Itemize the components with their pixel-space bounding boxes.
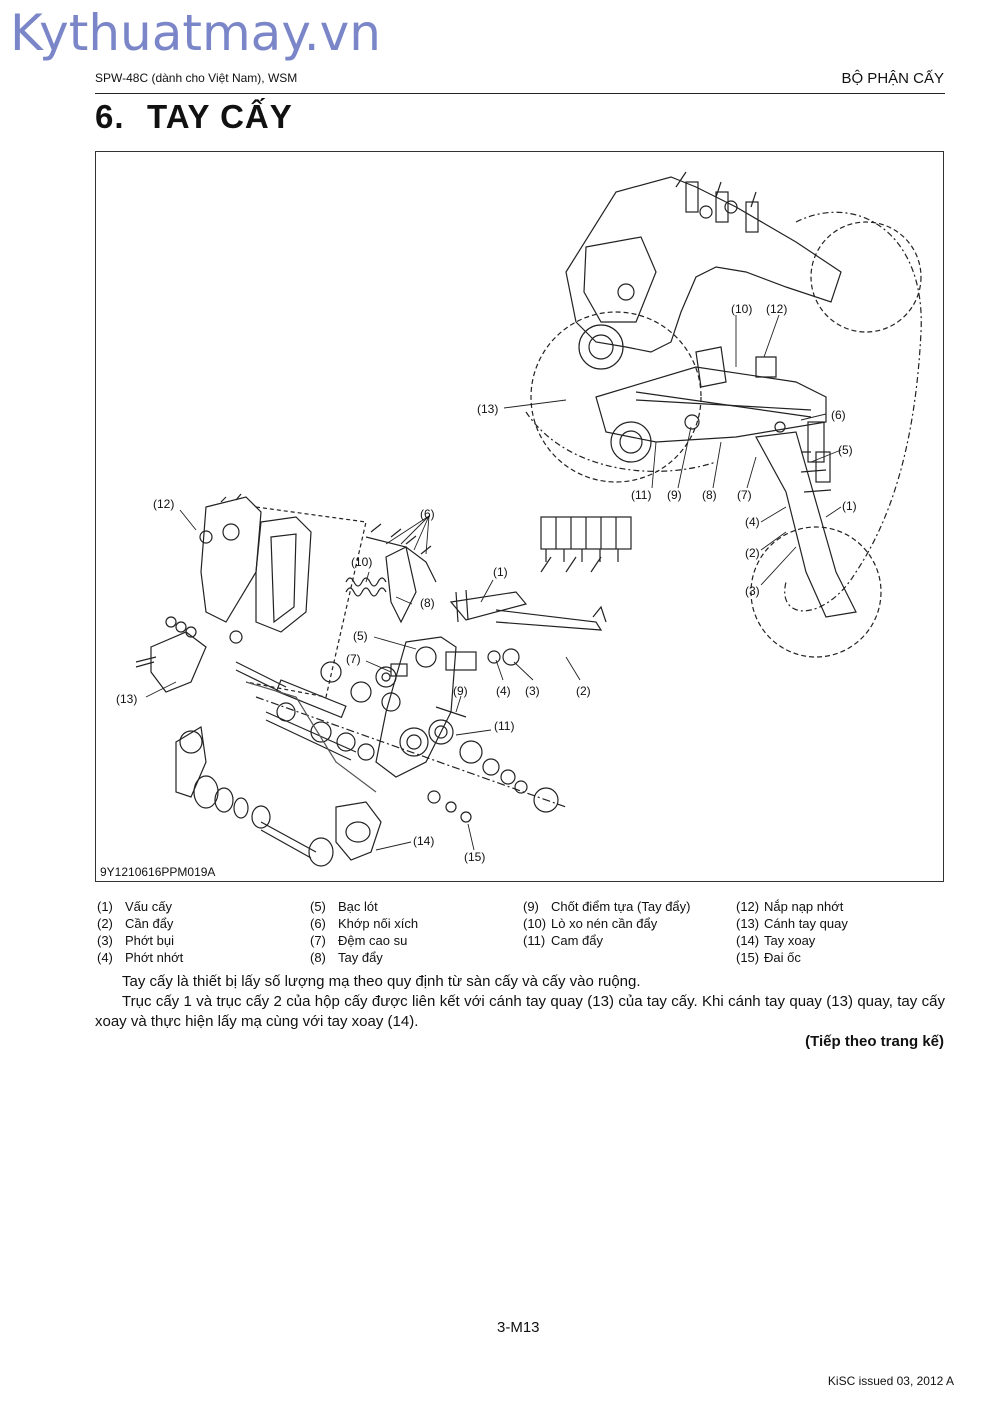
exploded-diagram-drawing: (10) (12) (13) (6) (5) (1) (4) (2) (3) (… xyxy=(116,171,922,867)
legend-text: Lò xo nén cần đẩy xyxy=(551,916,658,931)
legend-column-4: (12) Nắp nạp nhớt (13) Cánh tay quay (14) T… xyxy=(736,898,848,966)
legend-text: Phớt nhớt xyxy=(125,950,184,965)
callout-5-top: (5) xyxy=(838,443,853,457)
legend-text: Cần đẩy xyxy=(125,916,174,931)
legend-num: (13) xyxy=(736,916,760,931)
legend-text: Tay xoay xyxy=(764,933,816,948)
legend-num: (10) xyxy=(523,916,547,931)
legend-column-1: (1) Vấu cấy (2) Cần đẩy (3) Phớt bụi (4) Phớ… xyxy=(97,898,183,966)
description-paragraph-2: Trục cấy 1 và trục cấy 2 của hộp cấy đượ… xyxy=(95,993,945,1030)
figure-code: 9Y1210616PPM019A xyxy=(100,865,216,879)
watermark-logo: Kythuatmay.vn xyxy=(10,4,381,62)
legend-item: (10) Lò xo nén cần đẩy xyxy=(523,915,690,932)
callout-12-exploded: (12) xyxy=(153,497,174,511)
callout-6-exploded: (6) xyxy=(420,507,435,521)
callout-15-exploded: (15) xyxy=(464,850,485,864)
legend-item: (9) Chốt điểm tựa (Tay đẩy) xyxy=(523,898,690,915)
callout-6-top: (6) xyxy=(831,408,846,422)
legend-item: (8) Tay đẩy xyxy=(310,949,418,966)
legend-text: Cánh tay quay xyxy=(764,916,848,931)
callout-1-top: (1) xyxy=(842,499,857,513)
callout-8-exploded: (8) xyxy=(420,596,435,610)
callout-3-top: (3) xyxy=(745,584,760,598)
legend-num: (2) xyxy=(97,916,113,931)
legend-text: Vấu cấy xyxy=(125,899,172,914)
continued-note: (Tiếp theo trang kế) xyxy=(805,1033,944,1050)
legend-item: (2) Cần đẩy xyxy=(97,915,183,932)
callout-10-top: (10) xyxy=(731,302,752,316)
legend-text: Chốt điểm tựa (Tay đẩy) xyxy=(551,899,691,914)
callout-11-top: (11) xyxy=(631,488,651,502)
callout-10-exploded: (10) xyxy=(351,555,372,569)
legend-column-3: (9) Chốt điểm tựa (Tay đẩy) (10) Lò xo nén… xyxy=(523,898,690,949)
callout-2-top: (2) xyxy=(745,546,760,560)
callout-3-exploded: (3) xyxy=(525,684,540,698)
legend-text: Nắp nạp nhớt xyxy=(764,899,844,914)
legend-item: (5) Bạc lót xyxy=(310,898,418,915)
callout-12-top: (12) xyxy=(766,302,787,316)
title-number: 6. xyxy=(95,98,125,135)
legend-item: (14) Tay xoay xyxy=(736,932,848,949)
legend-text: Đai ốc xyxy=(764,950,801,965)
callout-11-exploded: (11) xyxy=(494,719,514,733)
legend-item: (15) Đai ốc xyxy=(736,949,848,966)
legend-num: (6) xyxy=(310,916,326,931)
legend-text: Tay đẩy xyxy=(338,950,383,965)
legend-num: (3) xyxy=(97,933,113,948)
legend-item: (3) Phớt bụi xyxy=(97,932,183,949)
issue-note: KiSC issued 03, 2012 A xyxy=(827,1374,954,1388)
callout-14-exploded: (14) xyxy=(413,834,434,848)
page-title: 6. TAY CẤY xyxy=(95,98,293,136)
callout-2-exploded: (2) xyxy=(576,684,591,698)
legend-num: (4) xyxy=(97,950,113,965)
callout-13-top: (13) xyxy=(477,402,498,416)
legend-num: (15) xyxy=(736,950,760,965)
callout-4-top: (4) xyxy=(745,515,760,529)
legend-item: (6) Khớp nối xích xyxy=(310,915,418,932)
header-section-name: BỘ PHẬN CẤY xyxy=(841,70,944,87)
legend-num: (8) xyxy=(310,950,326,965)
legend-item: (12) Nắp nạp nhớt xyxy=(736,898,848,915)
callout-13-exploded: (13) xyxy=(116,692,137,706)
legend-num: (12) xyxy=(736,899,760,914)
callout-9-exploded: (9) xyxy=(453,684,468,698)
exploded-diagram-figure: (10) (12) (13) (6) (5) (1) (4) (2) (3) (… xyxy=(95,151,944,882)
description-text: Tay cấy là thiết bị lấy số lượng mạ theo… xyxy=(95,972,945,1032)
header-divider xyxy=(95,93,945,94)
legend-column-2: (5) Bạc lót (6) Khớp nối xích (7) Đệm cao s… xyxy=(310,898,418,966)
legend-num: (11) xyxy=(523,933,546,948)
legend-text: Bạc lót xyxy=(338,899,378,914)
legend-text: Khớp nối xích xyxy=(338,916,419,931)
legend-item: (1) Vấu cấy xyxy=(97,898,183,915)
legend-item: (7) Đệm cao su xyxy=(310,932,418,949)
header-manual-name: SPW-48C (dành cho Việt Nam), WSM xyxy=(95,71,298,85)
description-paragraph-1: Tay cấy là thiết bị lấy số lượng mạ theo… xyxy=(122,973,641,990)
legend-item: (13) Cánh tay quay xyxy=(736,915,848,932)
callout-9-top: (9) xyxy=(667,488,682,502)
title-text: TAY CẤY xyxy=(147,98,293,135)
legend-num: (1) xyxy=(97,899,113,914)
legend-item: (11) Cam đẩy xyxy=(523,932,690,949)
legend-num: (9) xyxy=(523,899,539,914)
legend-text: Phớt bụi xyxy=(125,933,174,948)
callout-5-exploded: (5) xyxy=(353,629,368,643)
page-number: 3-M13 xyxy=(497,1319,540,1336)
callout-7-top: (7) xyxy=(737,488,752,502)
legend-num: (14) xyxy=(736,933,760,948)
legend-num: (7) xyxy=(310,933,326,948)
callout-1-exploded: (1) xyxy=(493,565,508,579)
callout-8-top: (8) xyxy=(702,488,717,502)
callout-4-exploded: (4) xyxy=(496,684,511,698)
callout-7-exploded: (7) xyxy=(346,652,361,666)
legend-text: Đệm cao su xyxy=(338,933,408,948)
legend-num: (5) xyxy=(310,899,326,914)
legend-text: Cam đẩy xyxy=(551,933,604,948)
legend-item: (4) Phớt nhớt xyxy=(97,949,183,966)
